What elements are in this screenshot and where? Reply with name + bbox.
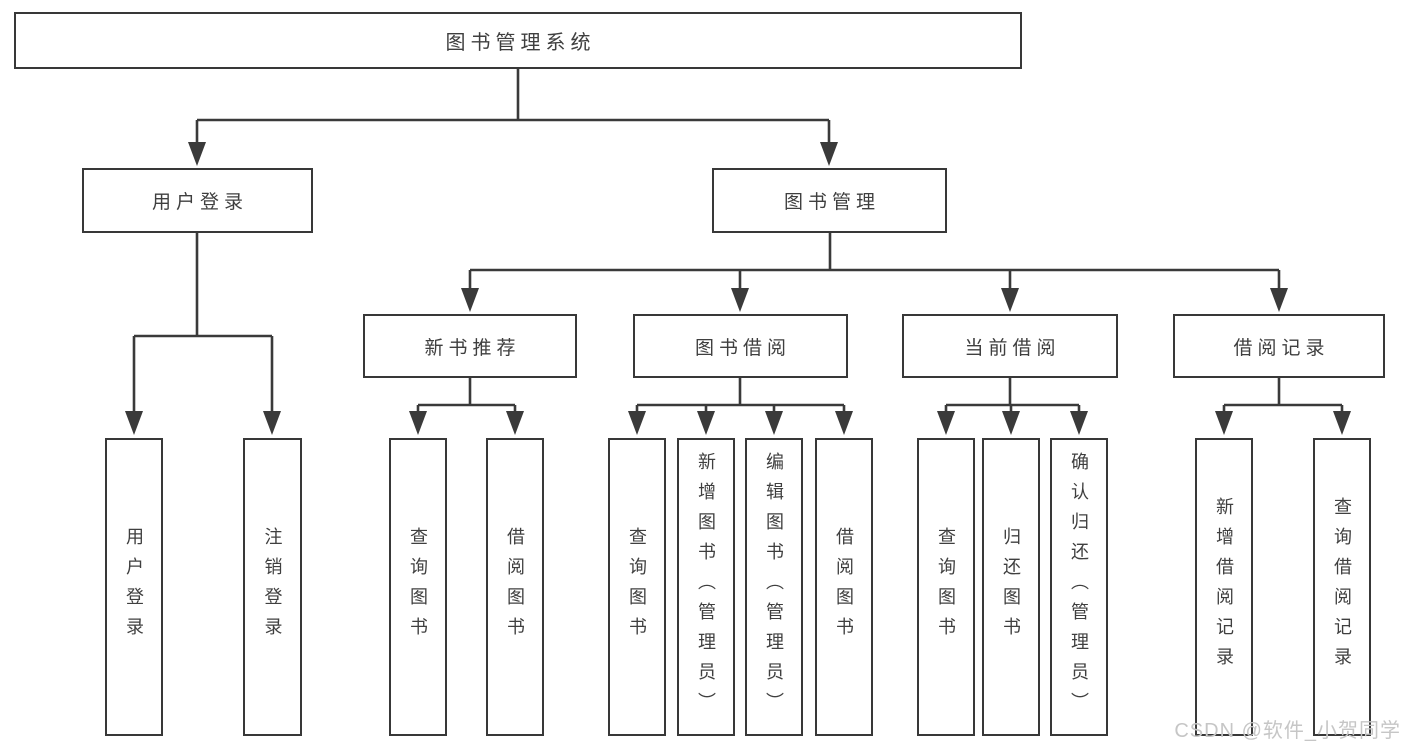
node-borrow-records: 借阅记录 bbox=[1173, 314, 1385, 378]
connector-borrow-group bbox=[635, 378, 846, 420]
leaf-user-login: 用户登录 bbox=[105, 438, 163, 736]
arrowhead bbox=[1215, 411, 1233, 435]
node-book-borrow: 图书借阅 bbox=[633, 314, 848, 378]
csdn-watermark: CSDN @软件_小贺同学 bbox=[1174, 720, 1401, 742]
leaf-label: 注销登录 bbox=[262, 527, 283, 647]
leaf-label: 新增图书（管理员） bbox=[696, 452, 716, 722]
node-new-book-recommend: 新书推荐 bbox=[363, 314, 577, 378]
arrowhead bbox=[1333, 411, 1351, 435]
leaf-return-book: 归还图书 bbox=[982, 438, 1040, 736]
node-label: 用户登录 bbox=[151, 192, 248, 213]
leaf-edit-book-admin: 编辑图书（管理员） bbox=[745, 438, 803, 736]
arrowhead bbox=[409, 411, 427, 435]
arrowhead bbox=[1001, 288, 1019, 312]
arrowhead bbox=[765, 411, 783, 435]
node-label: 当前借阅 bbox=[964, 337, 1061, 359]
arrowhead bbox=[835, 411, 853, 435]
node-label: 新书推荐 bbox=[424, 337, 521, 359]
leaf-add-book-admin: 新增图书（管理员） bbox=[677, 438, 735, 736]
leaf-query-books-current: 查询图书 bbox=[917, 438, 975, 736]
connector-root bbox=[195, 69, 831, 150]
arrowhead bbox=[125, 411, 143, 435]
leaf-label: 借阅图书 bbox=[505, 527, 525, 647]
node-book-management: 图书管理 bbox=[712, 168, 947, 233]
node-label: 图书借阅 bbox=[694, 337, 791, 359]
arrowhead bbox=[1002, 411, 1020, 435]
leaf-label: 借阅图书 bbox=[834, 527, 854, 647]
leaf-label: 查询图书 bbox=[627, 527, 647, 647]
node-library-system: 图书管理系统 bbox=[14, 12, 1022, 69]
node-current-borrow: 当前借阅 bbox=[902, 314, 1118, 378]
arrowhead bbox=[937, 411, 955, 435]
leaf-borrow-books-recommend: 借阅图书 bbox=[486, 438, 544, 736]
connector-bookmgr-group bbox=[468, 233, 1281, 296]
leaf-add-borrow-record: 新增借阅记录 bbox=[1195, 438, 1253, 736]
arrowhead bbox=[1270, 288, 1288, 312]
node-label: 图书管理 bbox=[783, 192, 880, 213]
leaf-label: 用户登录 bbox=[124, 527, 144, 647]
arrowhead bbox=[188, 142, 206, 166]
leaf-label: 查询图书 bbox=[408, 527, 428, 647]
connector-login-group bbox=[132, 233, 274, 420]
node-label: 借阅记录 bbox=[1233, 337, 1330, 359]
leaf-logout: 注销登录 bbox=[243, 438, 302, 736]
arrowhead bbox=[506, 411, 524, 435]
arrowhead bbox=[461, 288, 479, 312]
arrowhead bbox=[1070, 411, 1088, 435]
arrowhead bbox=[628, 411, 646, 435]
leaf-label: 编辑图书（管理员） bbox=[764, 452, 784, 722]
leaf-query-borrow-record: 查询借阅记录 bbox=[1313, 438, 1371, 736]
arrowhead bbox=[263, 411, 281, 435]
leaf-confirm-return-admin: 确认归还（管理员） bbox=[1050, 438, 1108, 736]
leaf-query-books-recommend: 查询图书 bbox=[389, 438, 447, 736]
arrowhead bbox=[697, 411, 715, 435]
node-user-login: 用户登录 bbox=[82, 168, 313, 233]
arrowhead bbox=[731, 288, 749, 312]
leaf-label: 新增借阅记录 bbox=[1214, 497, 1234, 677]
connector-newbook-group bbox=[416, 378, 517, 420]
leaf-query-books-borrow: 查询图书 bbox=[608, 438, 666, 736]
leaf-label: 查询图书 bbox=[936, 527, 956, 647]
connector-records-group bbox=[1222, 378, 1344, 420]
leaf-label: 归还图书 bbox=[1001, 527, 1021, 647]
leaf-label: 查询借阅记录 bbox=[1332, 497, 1352, 677]
node-label: 图书管理系统 bbox=[445, 32, 596, 54]
arrowhead bbox=[820, 142, 838, 166]
leaf-borrow-books: 借阅图书 bbox=[815, 438, 873, 736]
connector-current-group bbox=[944, 378, 1081, 420]
leaf-label: 确认归还（管理员） bbox=[1069, 452, 1089, 722]
